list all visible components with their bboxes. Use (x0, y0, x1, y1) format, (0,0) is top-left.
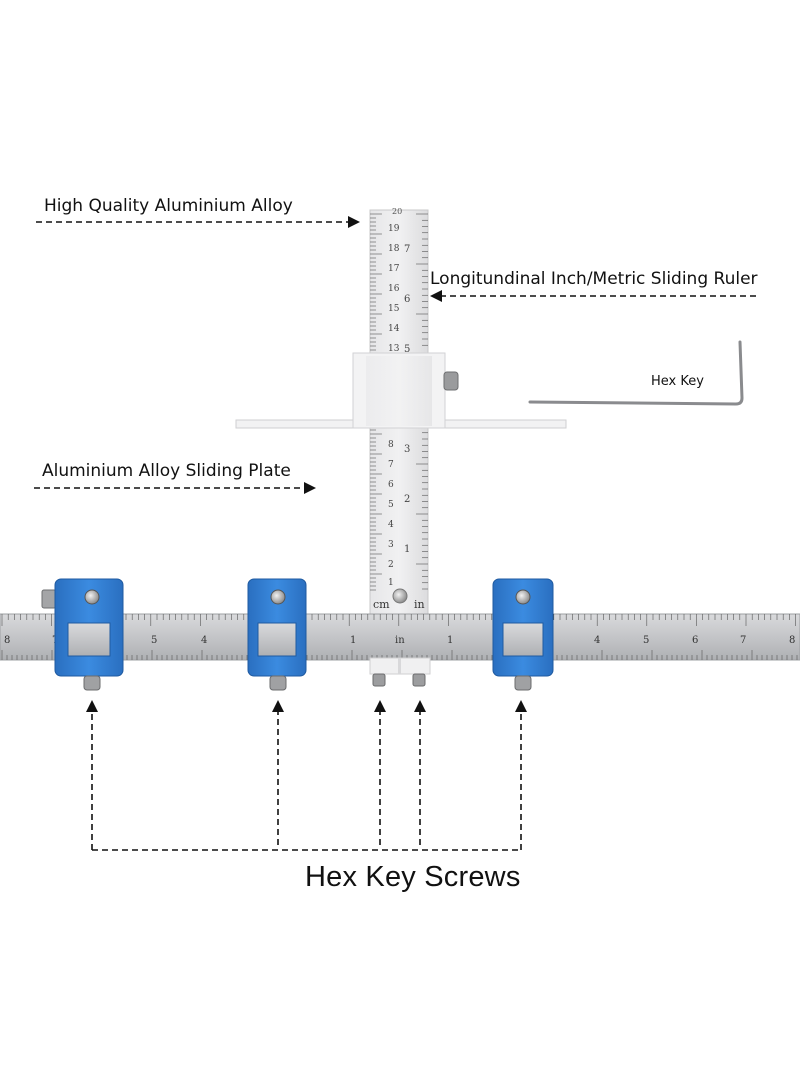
vr-in-2: 2 (404, 494, 410, 505)
vertical-ruler-screw (392, 588, 408, 604)
label-sliding-plate: Aluminium Alloy Sliding Plate (42, 461, 291, 481)
vr-in-7: 7 (404, 244, 410, 255)
hr-right-4: 4 (594, 635, 600, 646)
stop-block-middle-screw (270, 589, 286, 605)
arrowhead-screw-5 (515, 700, 527, 712)
vertical-ruler-cm-labels-lower: 8 7 6 5 4 3 2 1 (388, 440, 394, 588)
sliding-plate (235, 352, 567, 429)
arrowhead-screw-2 (272, 700, 284, 712)
vr-in-1: 1 (404, 544, 410, 555)
label-hex-key: Hex Key (651, 374, 704, 389)
vr-cm-1: 1 (388, 578, 394, 588)
stop-block-left (41, 578, 124, 691)
vr-in-6: 6 (404, 294, 410, 305)
vr-in-5: 5 (404, 344, 410, 355)
hr-center-unit: in (395, 635, 405, 646)
plate-thumb-screw (443, 371, 459, 391)
vr-cm-unit: cm (373, 598, 390, 611)
hr-right-5: 5 (643, 635, 649, 646)
horizontal-ruler-right-labels: 4 5 6 7 8 (594, 635, 795, 646)
arrow-heads (86, 216, 527, 712)
label-hex-key-screws: Hex Key Screws (305, 861, 521, 893)
vr-cm-5: 5 (388, 500, 394, 510)
vr-cm-14: 14 (388, 324, 400, 334)
vr-cm-20: 20 (392, 207, 402, 216)
arrowhead-sliding-plate (304, 482, 316, 494)
hr-left-8: 8 (4, 635, 10, 646)
vr-cm-4: 4 (388, 520, 394, 530)
hr-left-4: 4 (201, 635, 207, 646)
vr-cm-16: 16 (388, 284, 400, 294)
vr-cm-3: 3 (388, 540, 394, 550)
arrowhead-aluminium (348, 216, 360, 228)
vr-cm-7: 7 (388, 460, 394, 470)
vr-cm-18: 18 (388, 244, 400, 254)
stop-block-left-screw (84, 589, 100, 605)
center-clamp-screw-right (412, 673, 426, 687)
stop-block-middle-bottom-screw (269, 675, 287, 691)
vr-cm-19: 19 (388, 224, 400, 234)
vertical-ruler-in-labels-lower: 3 2 1 (404, 444, 410, 555)
vr-cm-6: 6 (388, 480, 394, 490)
hr-right-7: 7 (740, 635, 746, 646)
hr-center-left-1: 1 (350, 635, 356, 646)
label-sliding-ruler: Longitundinal Inch/Metric Sliding Ruler (430, 269, 758, 289)
vr-cm-8: 8 (388, 440, 394, 450)
callout-arrows (34, 221, 756, 851)
arrowhead-screw-3 (374, 700, 386, 712)
stop-block-middle (247, 578, 307, 691)
stop-block-right (492, 578, 554, 691)
vr-cm-17: 17 (388, 264, 400, 274)
label-aluminium-alloy: High Quality Aluminium Alloy (44, 196, 293, 216)
hr-right-6: 6 (692, 635, 698, 646)
vr-cm-2: 2 (388, 560, 394, 570)
vr-cm-15: 15 (388, 304, 400, 314)
hex-key-icon (528, 340, 744, 406)
vr-cm-13: 13 (388, 344, 400, 354)
stop-block-left-bottom-screw (83, 675, 101, 691)
center-clamp-screw-left (372, 673, 386, 687)
vr-in-3: 3 (404, 444, 410, 455)
arrowhead-sliding-ruler (430, 290, 442, 302)
vr-in-unit: in (414, 598, 425, 611)
stop-block-right-screw (515, 589, 531, 605)
vertical-ruler-ticks (370, 213, 428, 591)
hr-left-5: 5 (151, 635, 157, 646)
hr-right-8: 8 (789, 635, 795, 646)
hr-center-right-1: 1 (447, 635, 453, 646)
arrowhead-screw-1 (86, 700, 98, 712)
stop-block-right-bottom-screw (514, 675, 532, 691)
center-clamp (369, 657, 431, 687)
arrowhead-screw-4 (414, 700, 426, 712)
horizontal-ruler: 8 7 6 5 4 1 in 1 4 5 6 7 8 (0, 613, 800, 661)
